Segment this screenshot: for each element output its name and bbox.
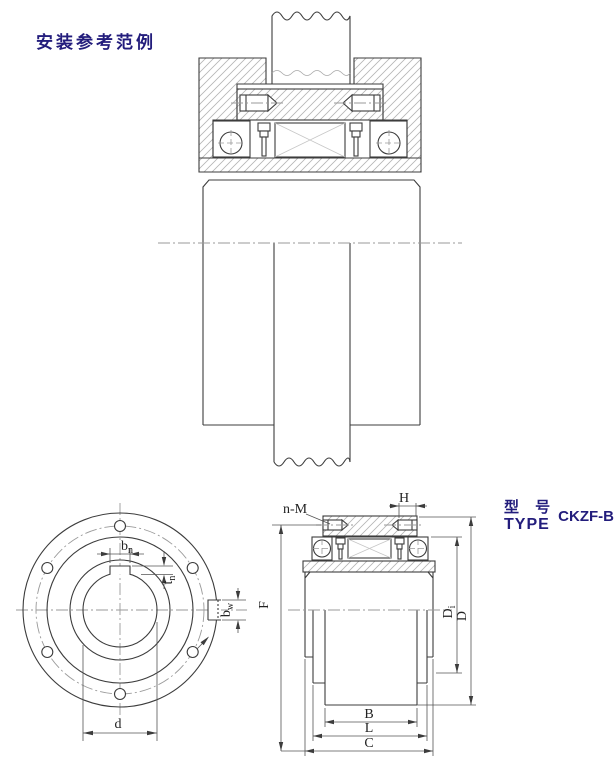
dim-l: L: [312, 685, 428, 741]
type-model-value: CKZF-B: [558, 508, 614, 526]
dim-label-h: H: [399, 491, 409, 506]
assembly-bearing-row: [212, 120, 408, 158]
front-view-drawing: bn tn bw d: [16, 503, 247, 741]
dim-h: H: [389, 491, 427, 518]
front-view-keyway-side: [207, 599, 221, 621]
side-set-screw-right: [384, 518, 424, 532]
type-label-cn: 型 号: [504, 499, 557, 516]
dim-label-nm: n-M: [283, 502, 308, 517]
dim-label-dbig: D: [455, 611, 470, 621]
dim-label-f: F: [257, 601, 272, 609]
dim-di: Di: [431, 536, 462, 674]
dim-label-tn: tn: [161, 576, 178, 585]
front-view-bolt-holes: [41, 519, 199, 701]
dim-tn: tn: [132, 551, 178, 589]
side-set-screw-left: [316, 518, 354, 532]
dim-bn: bn: [97, 539, 144, 563]
dim-d: d: [82, 622, 158, 741]
assembly-shaft-bottom: [273, 243, 351, 467]
assembly-drum: [202, 179, 421, 426]
dim-label-d: d: [115, 717, 122, 732]
dim-nm: n-M: [283, 502, 331, 525]
side-section-view-drawing: n-M H F Di D: [257, 491, 476, 756]
dim-label-b: B: [364, 707, 373, 722]
side-bearing-row: [311, 536, 429, 561]
dim-bw: bw: [196, 588, 246, 650]
dim-f: F: [257, 524, 321, 751]
assembly-shaft-top: [271, 11, 351, 85]
dim-b: B: [324, 707, 418, 727]
assembly-set-screw-left: [231, 93, 286, 113]
assembly-set-screw-right: [334, 93, 389, 113]
dim-label-di: Di: [441, 605, 458, 618]
type-label-en: TYPE: [504, 516, 550, 534]
page-title: 安装参考范例: [36, 33, 156, 52]
dim-label-bw: bw: [219, 602, 236, 617]
dim-dbig: D: [417, 516, 476, 706]
dim-c: C: [281, 659, 434, 756]
side-drum-profile: [304, 571, 434, 706]
type-model-block: 型 号 TYPE CKZF-B: [504, 499, 614, 535]
front-view-keyway-top: [109, 565, 131, 575]
assembly-section-drawing: [158, 11, 462, 467]
dim-label-l: L: [365, 721, 374, 736]
dim-label-c: C: [364, 736, 373, 751]
dim-label-bn: bn: [121, 539, 133, 556]
